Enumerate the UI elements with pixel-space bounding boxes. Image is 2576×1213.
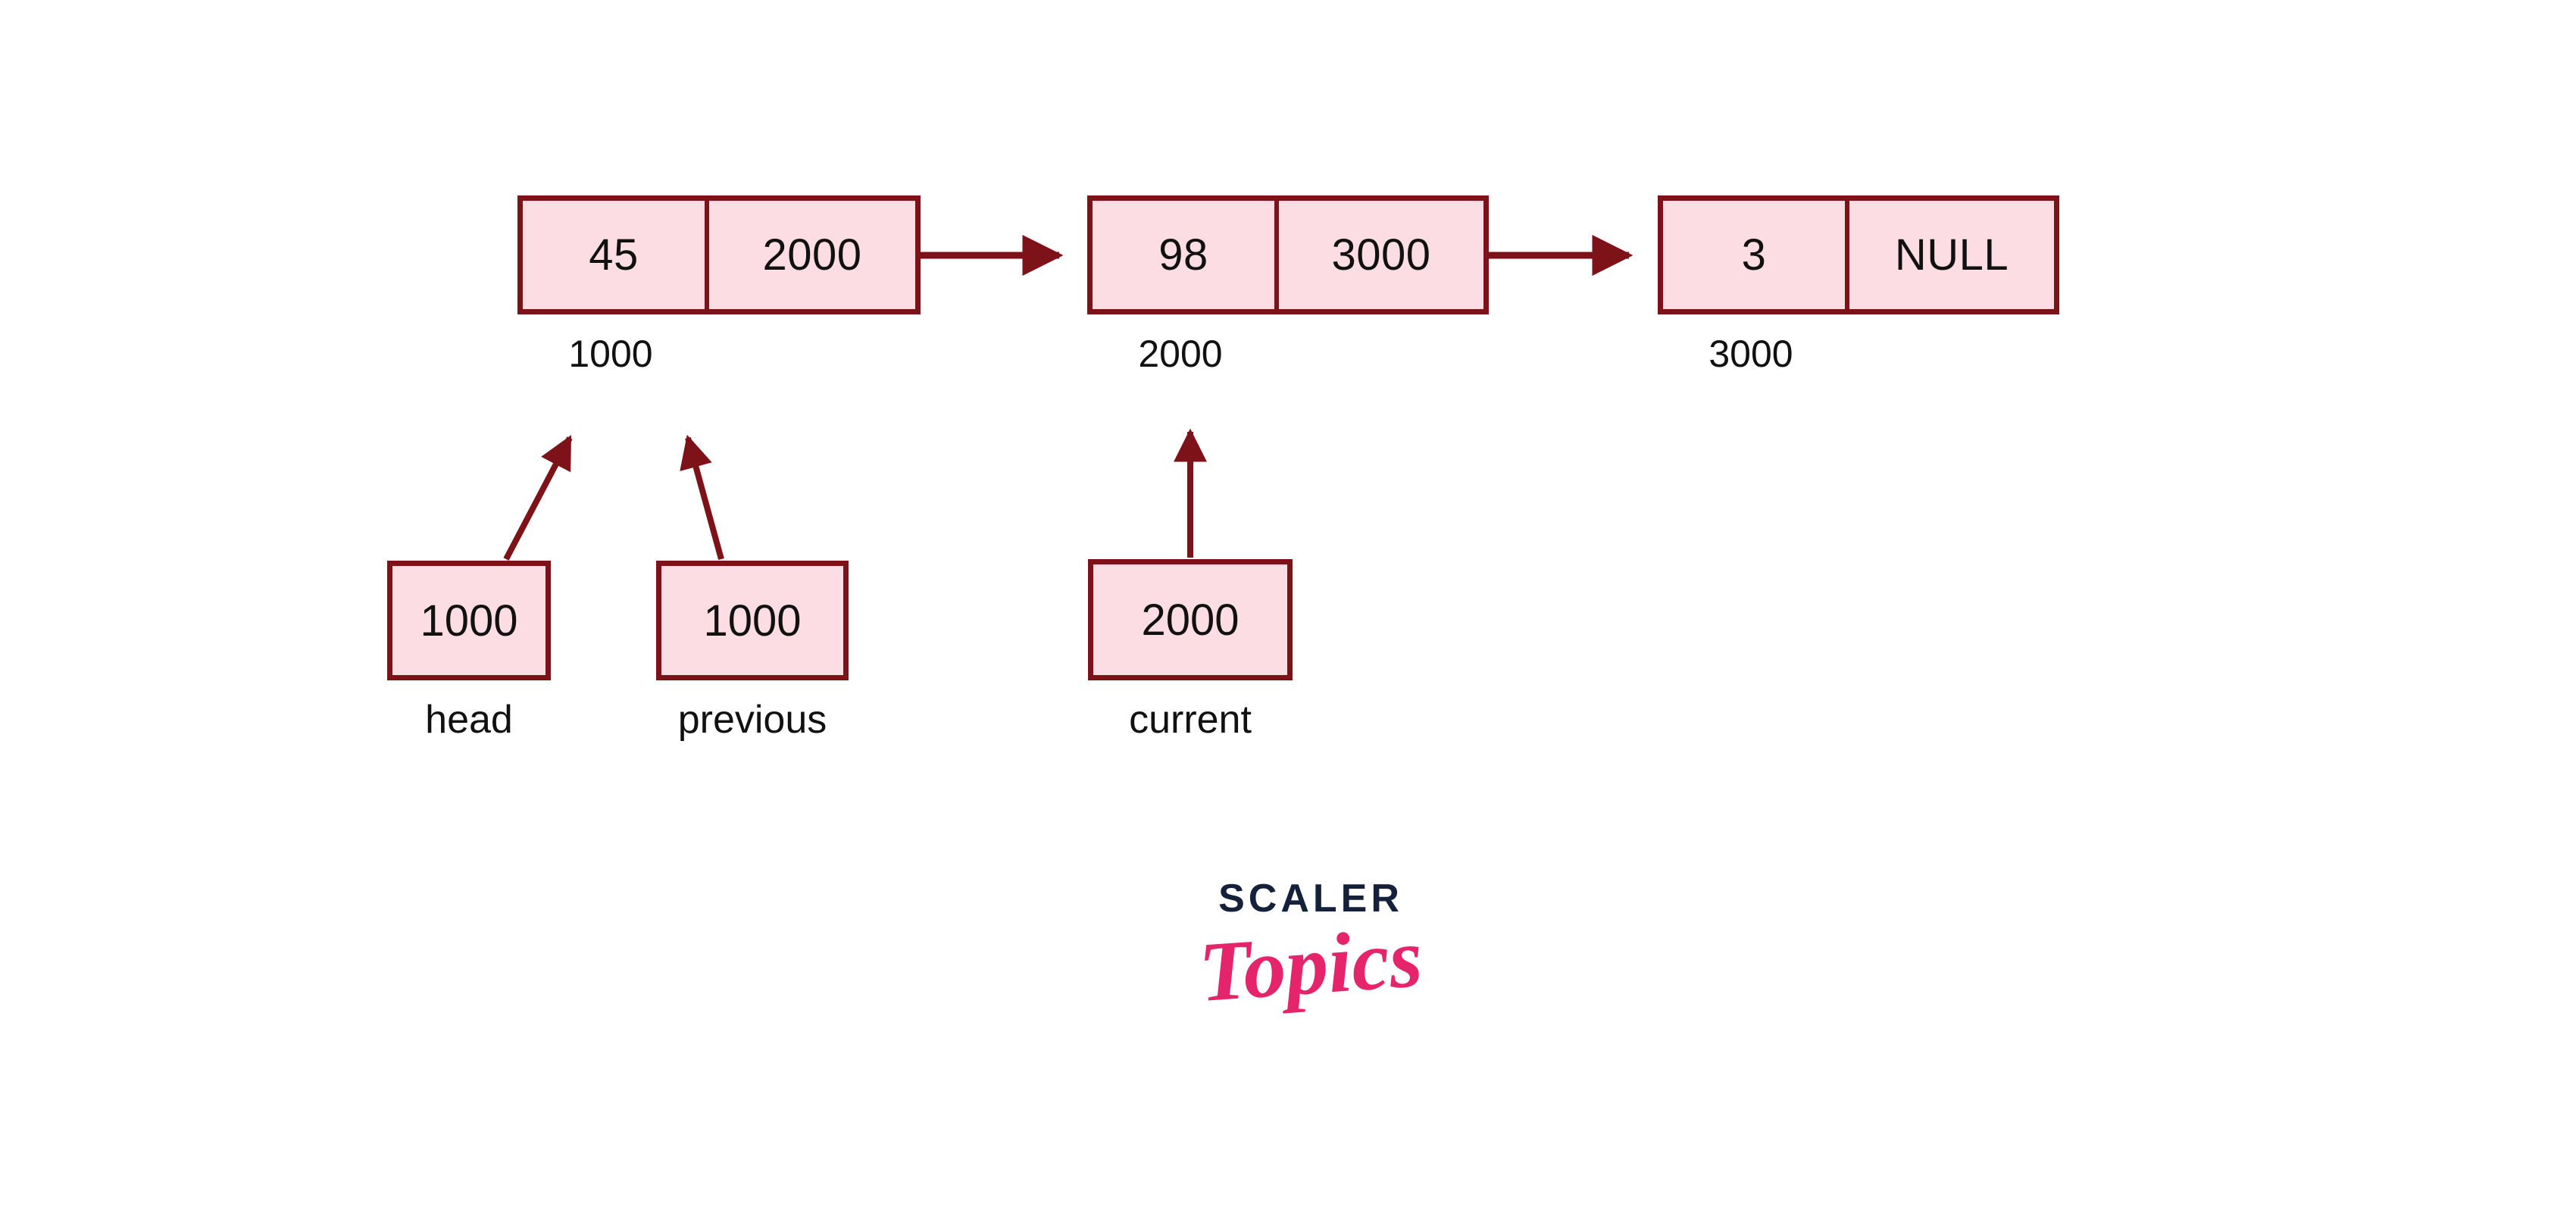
list-node-1-address: 1000 bbox=[568, 333, 653, 375]
list-node-2-data: 98 bbox=[1093, 201, 1279, 309]
list-node-2: 98 3000 bbox=[1087, 195, 1489, 314]
pointer-box-current: 2000 bbox=[1088, 559, 1293, 680]
pointer-label-head: head bbox=[425, 698, 513, 742]
list-node-1: 45 2000 bbox=[517, 195, 921, 314]
list-node-3: 3 NULL bbox=[1658, 195, 2059, 314]
list-node-2-address: 2000 bbox=[1138, 333, 1223, 375]
list-node-1-next: 2000 bbox=[762, 230, 862, 280]
arrow-head-to-node1 bbox=[503, 435, 573, 561]
arrow-previous-to-node1 bbox=[680, 434, 724, 561]
logo-scaler-text: SCALER bbox=[1218, 877, 1403, 921]
pointer-label-current: current bbox=[1129, 698, 1252, 742]
pointer-label-previous: previous bbox=[677, 698, 827, 742]
list-node-3-data: 3 bbox=[1663, 201, 1849, 309]
scaler-topics-logo: SCALER Topics bbox=[1167, 879, 1455, 1068]
pointer-box-previous: 1000 bbox=[656, 561, 849, 680]
list-node-1-data: 45 bbox=[523, 201, 709, 309]
list-node-3-next: NULL bbox=[1894, 230, 2009, 280]
list-node-2-next: 3000 bbox=[1331, 230, 1431, 280]
list-node-3-address: 3000 bbox=[1708, 333, 1793, 375]
pointer-box-head: 1000 bbox=[387, 561, 551, 680]
logo-topics-text: Topics bbox=[1196, 910, 1426, 1021]
